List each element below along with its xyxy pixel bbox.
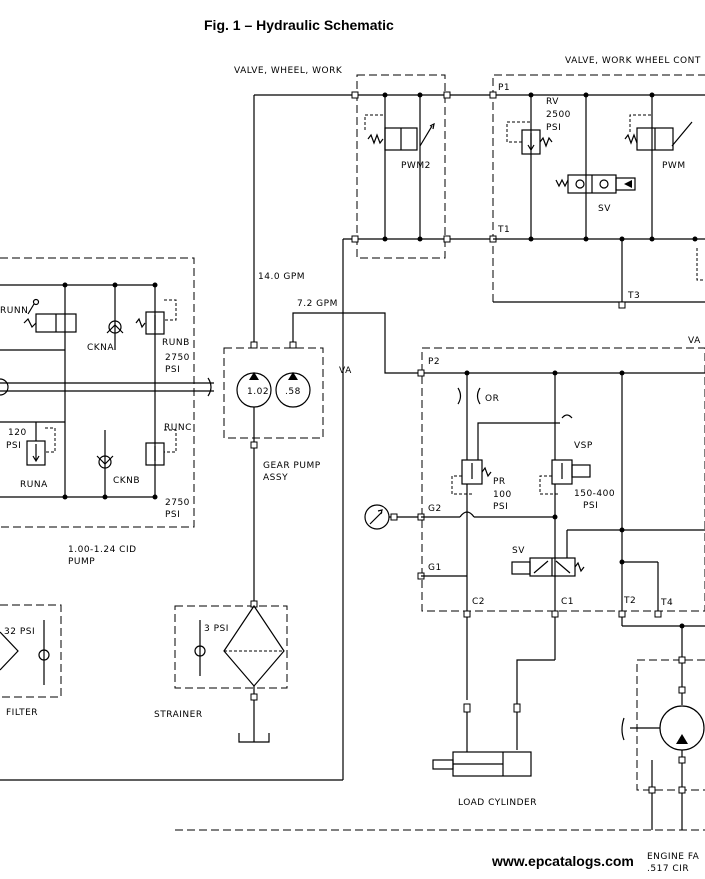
engine-fan-motor: ENGINE FA .517 CIR xyxy=(175,626,705,874)
label-rv: RV xyxy=(546,97,559,107)
label-engine-fan: ENGINE FA xyxy=(647,852,700,862)
label-t3: T3 xyxy=(627,291,640,301)
label-gear-1: 1.02 xyxy=(247,387,269,397)
label-pr: PR xyxy=(493,477,506,487)
label-pump-disp: 1.00-1.24 CID xyxy=(68,545,137,555)
label-pr-psi: 100 xyxy=(493,490,512,500)
main-pump-block: RUNN CKNA RUNB 2750 PSI RUNC 2750 PSI 12… xyxy=(0,257,214,567)
label-ckna: CKNA xyxy=(87,343,114,353)
label-psi-120: 120 xyxy=(8,428,27,438)
label-runc: RUNC xyxy=(164,423,192,433)
label-filter-psi: 32 PSI xyxy=(4,627,35,637)
label-valve-wheel-work: VALVE, WHEEL, WORK xyxy=(234,66,343,76)
filter-block: 32 PSI FILTER xyxy=(0,604,62,718)
label-g1: G1 xyxy=(428,563,442,573)
label-g2: G2 xyxy=(428,504,442,514)
label-psi-2750-a: 2750 xyxy=(165,353,190,363)
label-c1: C1 xyxy=(561,597,574,607)
figure-title: Fig. 1 – Hydraulic Schematic xyxy=(204,17,394,33)
center-control-valve: P2 VA VA OR PR 100 PSI VSP 150-400 PSI xyxy=(339,336,705,700)
label-p1: P1 xyxy=(498,83,510,93)
watermark: www.epcatalogs.com xyxy=(492,853,634,869)
label-strainer-psi: 3 PSI xyxy=(204,624,229,634)
label-valve-work-wheel-cont: VALVE, WORK WHEEL CONT xyxy=(565,56,701,66)
label-cknb: CKNB xyxy=(113,476,140,486)
label-t4: T4 xyxy=(660,598,673,608)
label-c2: C2 xyxy=(472,597,485,607)
label-pwm2: PWM2 xyxy=(401,161,431,171)
label-runa: RUNA xyxy=(20,480,48,490)
label-rv-pressure: 2500 xyxy=(546,110,571,120)
label-sv-top: SV xyxy=(598,204,611,214)
gear-pump-assy: 1.02 .58 GEAR PUMP ASSY 14.0 GPM 7.2 GPM xyxy=(223,95,421,604)
label-pump: PUMP xyxy=(68,557,95,567)
label-t2: T2 xyxy=(623,596,636,606)
label-gear-pump: GEAR PUMP xyxy=(263,461,321,471)
label-assy: ASSY xyxy=(263,473,288,483)
label-psi-c: PSI xyxy=(165,510,180,520)
label-runn: RUNN xyxy=(0,306,28,316)
label-psi-b: PSI xyxy=(6,441,21,451)
label-vsp-psi: 150-400 xyxy=(574,489,615,499)
label-flow-14: 14.0 GPM xyxy=(258,272,305,282)
label-pr-unit: PSI xyxy=(493,502,508,512)
label-p2: P2 xyxy=(428,357,440,367)
label-or: OR xyxy=(485,394,499,404)
label-cir: .517 CIR xyxy=(647,864,689,874)
label-va-2: VA xyxy=(688,336,701,346)
label-va: VA xyxy=(339,366,352,376)
label-rv-unit: PSI xyxy=(546,123,561,133)
strainer-block: 3 PSI STRAINER xyxy=(154,600,288,743)
label-pwm: PWM xyxy=(662,161,686,171)
label-gear-2: .58 xyxy=(285,387,301,397)
label-psi-2750-b: 2750 xyxy=(165,498,190,508)
label-vsp: VSP xyxy=(574,441,593,451)
valve-work-wheel-control: VALVE, WORK WHEEL CONT P1 T1 RV 2500 PSI… xyxy=(489,56,705,309)
label-sv-mid: SV xyxy=(512,546,525,556)
label-vsp-unit: PSI xyxy=(583,501,598,511)
label-t1: T1 xyxy=(497,225,510,235)
load-cylinder: LOAD CYLINDER xyxy=(432,659,555,808)
label-psi-a: PSI xyxy=(165,365,180,375)
valve-wheel-work: VALVE, WHEEL, WORK PWM2 xyxy=(234,66,493,259)
label-runb: RUNB xyxy=(162,338,190,348)
label-flow-72: 7.2 GPM xyxy=(297,299,338,309)
label-strainer: STRAINER xyxy=(154,710,203,720)
label-load-cylinder: LOAD CYLINDER xyxy=(458,798,537,808)
label-filter: FILTER xyxy=(6,708,38,718)
